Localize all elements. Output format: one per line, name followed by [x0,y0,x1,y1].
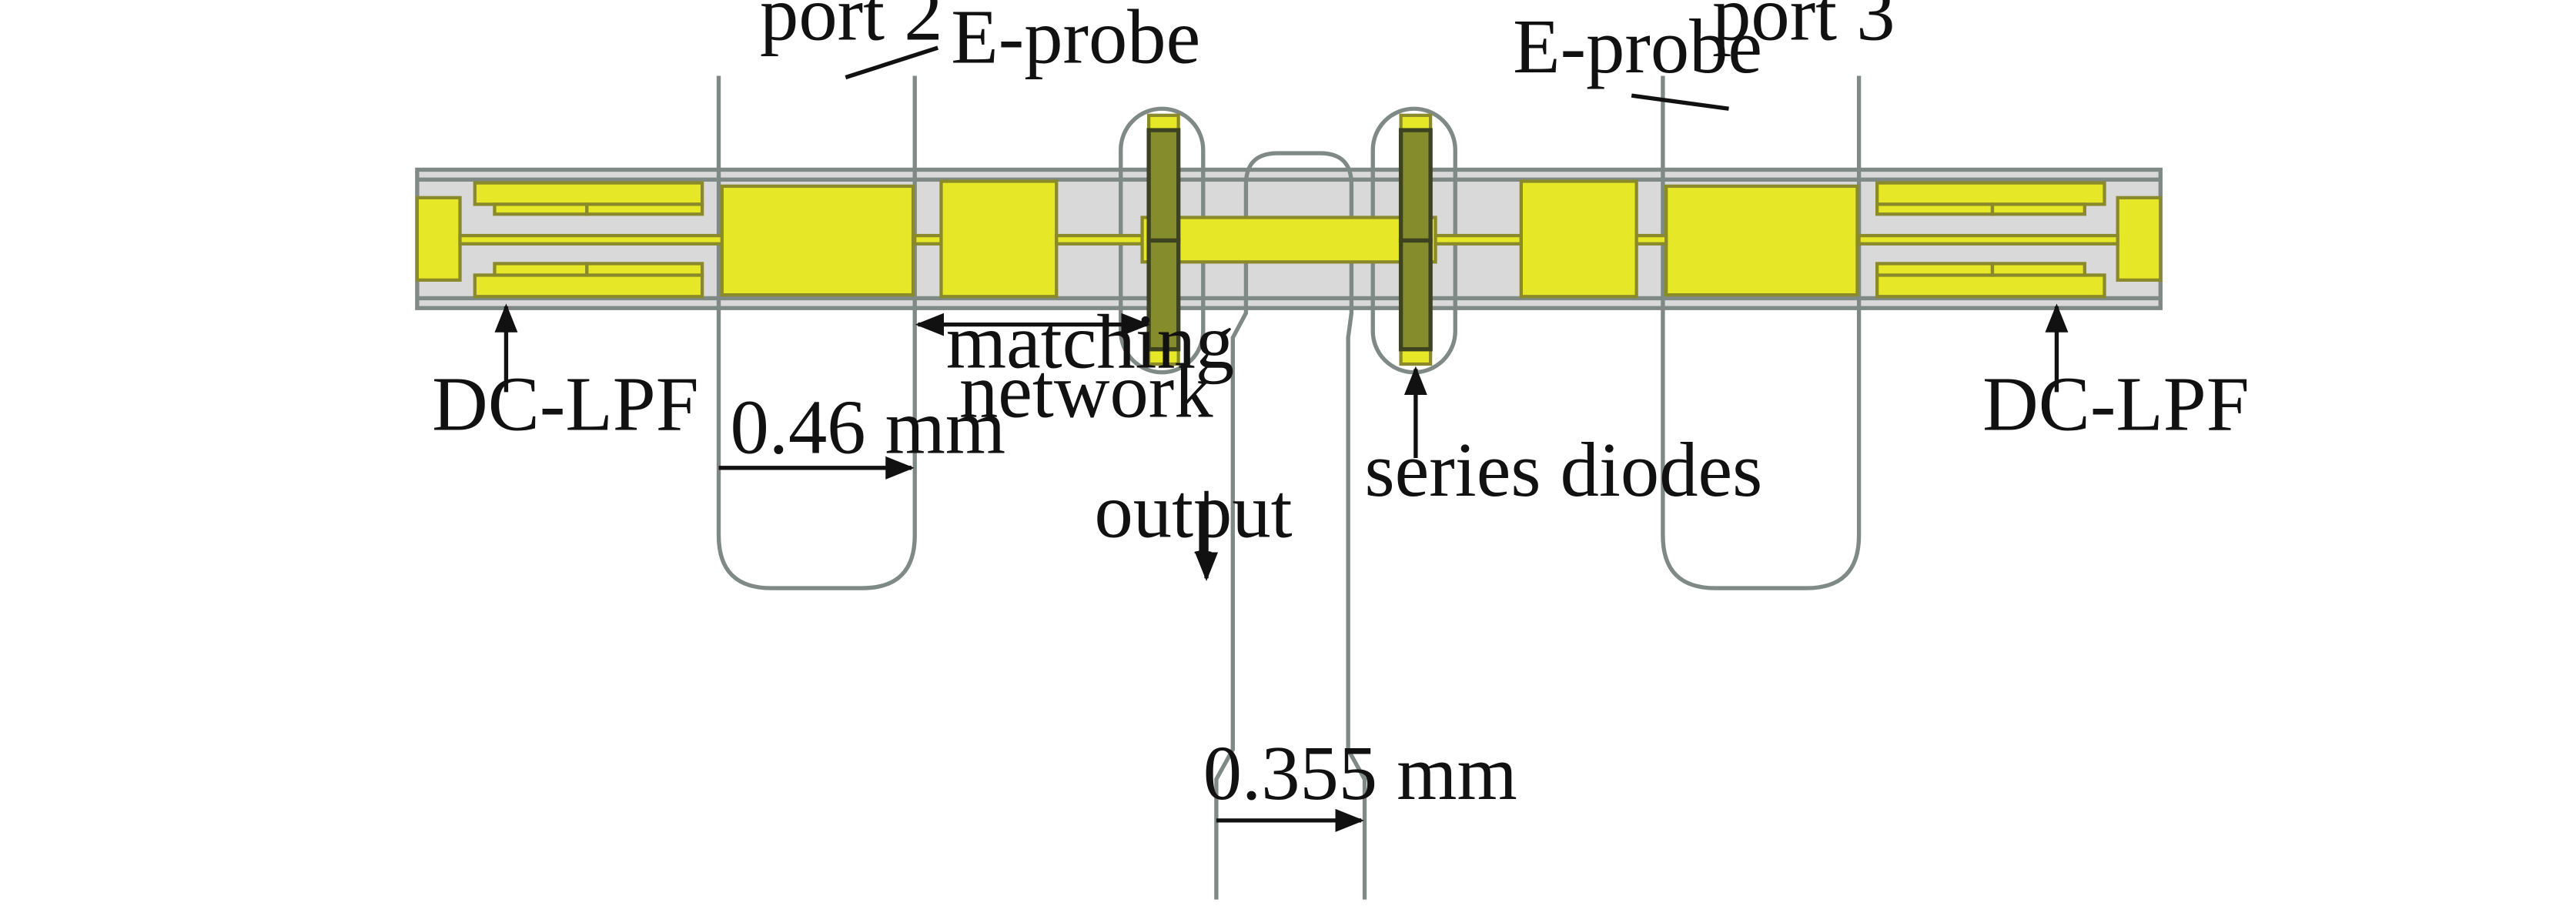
label-port3: port 3 [1712,0,1895,56]
label-output: output [1095,468,1293,554]
e-probe-right [1664,184,1859,297]
matching-network-right [1423,179,1668,299]
matching-network-left [913,179,1149,299]
label-matching-line2: network [959,347,1213,433]
diode-lead-left-top [1147,113,1180,132]
series-diode-right [1398,128,1433,352]
label-port2: port 2 [760,0,942,56]
e-probe-left [720,184,915,297]
label-eprobe-right: E-probe [1513,3,1762,89]
output-line-outline [1214,151,1367,900]
diode-lead-right-bottom [1399,347,1433,366]
label-dim-0355: 0.355 mm [1203,730,1517,816]
waveguide-port2-outline [716,75,917,590]
label-matching-line1: matching [946,298,1234,384]
label-dim-046: 0.46 mm [731,384,1006,470]
series-diode-left [1146,128,1181,352]
leader-eprobe-right [1631,93,1729,111]
label-dclpf-left: DC-LPF [432,361,699,447]
dc-lpf-right [1857,181,2163,299]
diode-lead-right-top [1399,113,1433,132]
center-line [1140,216,1437,264]
label-dclpf-right: DC-LPF [1982,361,2250,447]
dc-lpf-left [415,181,726,299]
label-series-diodes: series diodes [1365,426,1763,513]
waveguide-port3-outline [1661,75,1862,590]
leader-eprobe-left [845,45,939,80]
label-eprobe-left: E-probe [951,0,1200,79]
